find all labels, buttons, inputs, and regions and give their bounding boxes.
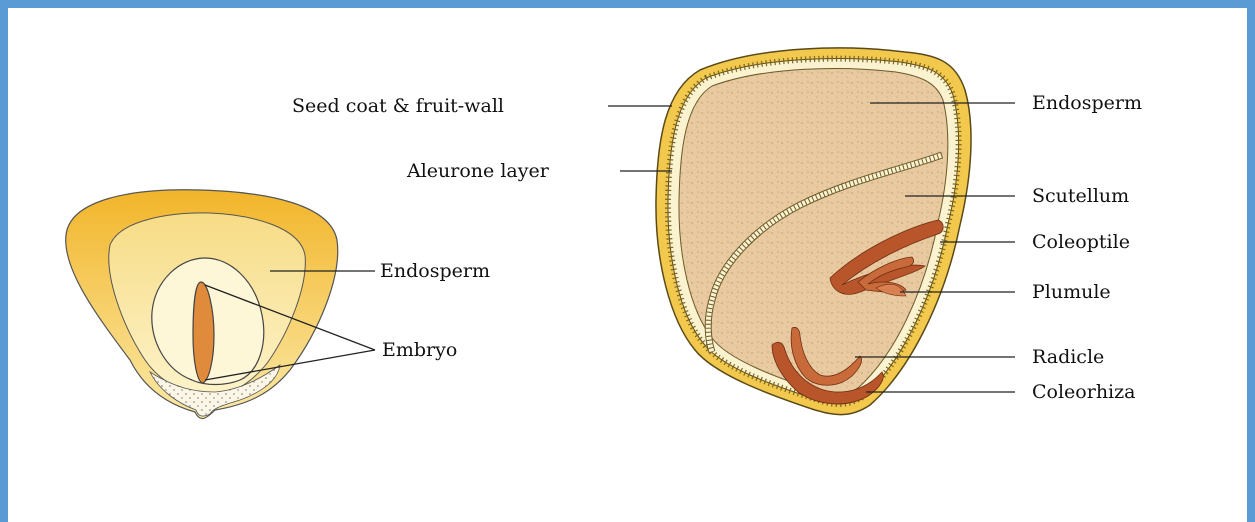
label-endosperm-right: Endosperm — [1032, 92, 1142, 114]
label-endosperm-left: Endosperm — [380, 260, 490, 282]
label-aleurone: Aleurone layer — [406, 160, 550, 182]
label-seed-coat: Seed coat & fruit-wall — [292, 95, 504, 117]
small-seed — [66, 190, 338, 419]
label-radicle: Radicle — [1032, 346, 1104, 368]
label-coleoptile: Coleoptile — [1032, 231, 1130, 253]
label-coleorhiza: Coleorhiza — [1032, 381, 1135, 403]
label-scutellum: Scutellum — [1032, 185, 1129, 207]
label-plumule: Plumule — [1032, 281, 1111, 303]
label-embryo: Embryo — [382, 339, 457, 361]
